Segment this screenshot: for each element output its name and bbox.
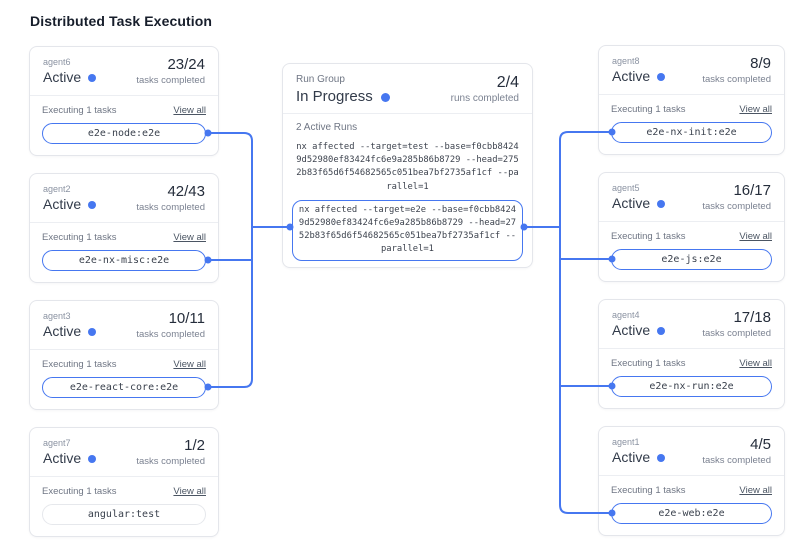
executing-tasks-label: Executing 1 tasks: [42, 232, 117, 243]
active-status-dot-icon: [657, 453, 666, 462]
agent-status-label: Active: [612, 195, 651, 211]
agent-card-header: agent5 Active 16/17 tasks completed: [599, 173, 784, 222]
agent-card: agent1 Active 4/5 tasks completed Execut…: [598, 426, 785, 536]
agent-status-label: Active: [43, 196, 82, 212]
active-status-dot-icon: [88, 73, 97, 82]
active-status-dot-icon: [88, 327, 97, 336]
agent-status-label: Active: [612, 322, 651, 338]
agent-status-label: Active: [612, 449, 651, 465]
tasks-count-caption: tasks completed: [702, 328, 771, 339]
view-all-link[interactable]: View all: [739, 104, 772, 115]
executing-tasks-label: Executing 1 tasks: [42, 105, 117, 116]
executing-tasks-label: Executing 1 tasks: [42, 486, 117, 497]
agent-card: agent3 Active 10/11 tasks completed Exec…: [29, 300, 219, 410]
page-title: Distributed Task Execution: [30, 13, 213, 29]
agent-card: agent7 Active 1/2 tasks completed Execut…: [29, 427, 219, 537]
task-pill[interactable]: e2e-nx-init:e2e: [611, 122, 772, 143]
active-status-dot-icon: [657, 199, 666, 208]
agent-name: agent5: [612, 183, 640, 193]
executing-tasks-label: Executing 1 tasks: [611, 485, 686, 496]
view-all-link[interactable]: View all: [173, 359, 206, 370]
agent-name: agent1: [612, 437, 640, 447]
tasks-count-caption: tasks completed: [702, 74, 771, 85]
agent-card-header: agent7 Active 1/2 tasks completed: [30, 428, 218, 477]
tasks-count: 16/17: [733, 182, 771, 199]
agents-column-left: agent6 Active 23/24 tasks completed Exec…: [29, 46, 219, 537]
agent-card-header: agent3 Active 10/11 tasks completed: [30, 301, 218, 350]
view-all-link[interactable]: View all: [739, 485, 772, 496]
agent-card-header: agent2 Active 42/43 tasks completed: [30, 174, 218, 223]
task-pill[interactable]: e2e-nx-run:e2e: [611, 376, 772, 397]
agent-name: agent6: [43, 57, 71, 67]
tasks-count-caption: tasks completed: [136, 202, 205, 213]
run-group-card: Run Group In Progress 2/4 runs completed…: [282, 63, 533, 268]
agent-name: agent8: [612, 56, 640, 66]
tasks-count: 4/5: [750, 436, 771, 453]
executing-tasks-label: Executing 1 tasks: [42, 359, 117, 370]
run-command-text: nx affected --target=test --base=f0cbb84…: [296, 142, 519, 192]
task-pill[interactable]: e2e-nx-misc:e2e: [42, 250, 206, 271]
tasks-count-caption: tasks completed: [136, 329, 205, 340]
agent-card: agent6 Active 23/24 tasks completed Exec…: [29, 46, 219, 156]
tasks-count: 42/43: [167, 183, 205, 200]
runs-count: 2/4: [496, 74, 519, 91]
runs-count-caption: runs completed: [450, 93, 519, 104]
tasks-count: 23/24: [167, 56, 205, 73]
agent-status-label: Active: [43, 69, 82, 85]
executing-tasks-label: Executing 1 tasks: [611, 231, 686, 242]
task-pill[interactable]: e2e-react-core:e2e: [42, 377, 206, 398]
tasks-count: 17/18: [733, 309, 771, 326]
agent-card: agent8 Active 8/9 tasks completed Execut…: [598, 45, 785, 155]
agent-status-label: Active: [612, 68, 651, 84]
agent-card-header: agent4 Active 17/18 tasks completed: [599, 300, 784, 349]
view-all-link[interactable]: View all: [739, 358, 772, 369]
agent-status-label: Active: [43, 323, 82, 339]
task-pill[interactable]: angular:test: [42, 504, 206, 525]
agent-name: agent7: [43, 438, 71, 448]
run-group-label: Run Group: [296, 74, 345, 85]
view-all-link[interactable]: View all: [173, 232, 206, 243]
task-pill[interactable]: e2e-js:e2e: [611, 249, 772, 270]
run-command-pill-highlighted[interactable]: nx affected --target=e2e --base=f0cbb842…: [292, 199, 523, 261]
agent-card: agent5 Active 16/17 tasks completed Exec…: [598, 172, 785, 282]
executing-tasks-label: Executing 1 tasks: [611, 358, 686, 369]
active-status-dot-icon: [88, 200, 97, 209]
task-pill[interactable]: e2e-node:e2e: [42, 123, 206, 144]
agent-card-header: agent6 Active 23/24 tasks completed: [30, 47, 218, 96]
tasks-count-caption: tasks completed: [702, 455, 771, 466]
agent-name: agent4: [612, 310, 640, 320]
agent-name: agent2: [43, 184, 71, 194]
active-runs-label: 2 Active Runs: [296, 122, 358, 133]
view-all-link[interactable]: View all: [173, 105, 206, 116]
agent-card: agent4 Active 17/18 tasks completed Exec…: [598, 299, 785, 409]
agent-name: agent3: [43, 311, 71, 321]
agent-status-label: Active: [43, 450, 82, 466]
run-group-header: Run Group In Progress 2/4 runs completed: [283, 64, 532, 114]
active-status-dot-icon: [657, 326, 666, 335]
tasks-count: 1/2: [184, 437, 205, 454]
tasks-count: 10/11: [168, 310, 205, 327]
executing-tasks-label: Executing 1 tasks: [611, 104, 686, 115]
task-pill[interactable]: e2e-web:e2e: [611, 503, 772, 524]
tasks-count: 8/9: [750, 55, 771, 72]
agent-card-header: agent1 Active 4/5 tasks completed: [599, 427, 784, 476]
in-progress-status-dot-icon: [380, 92, 390, 102]
active-status-dot-icon: [88, 454, 97, 463]
active-status-dot-icon: [657, 72, 666, 81]
tasks-count-caption: tasks completed: [136, 456, 205, 467]
tasks-count-caption: tasks completed: [136, 75, 205, 86]
run-group-status-label: In Progress: [296, 88, 373, 105]
view-all-link[interactable]: View all: [739, 231, 772, 242]
agent-card: agent2 Active 42/43 tasks completed Exec…: [29, 173, 219, 283]
tasks-count-caption: tasks completed: [702, 201, 771, 212]
agents-column-right: agent8 Active 8/9 tasks completed Execut…: [598, 45, 785, 536]
agent-card-header: agent8 Active 8/9 tasks completed: [599, 46, 784, 95]
view-all-link[interactable]: View all: [173, 486, 206, 497]
